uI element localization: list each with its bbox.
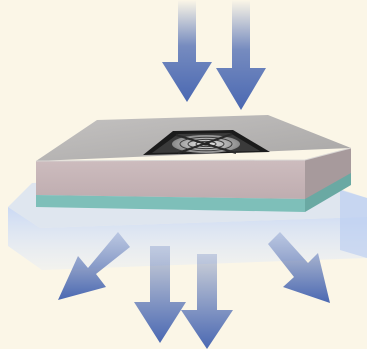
outgoing-arrows: [58, 232, 330, 349]
device-front: [36, 160, 305, 199]
outgoing-arrow: [181, 254, 233, 349]
incoming-arrow: [216, 0, 266, 110]
outgoing-arrow: [268, 232, 330, 303]
incoming-arrows: [162, 0, 266, 110]
thermal-layer: [36, 195, 305, 212]
outgoing-arrow: [58, 232, 130, 300]
fan-icon: [143, 130, 270, 155]
incoming-arrow: [162, 0, 212, 102]
outgoing-arrow: [134, 246, 186, 343]
device-block: [35, 115, 352, 212]
